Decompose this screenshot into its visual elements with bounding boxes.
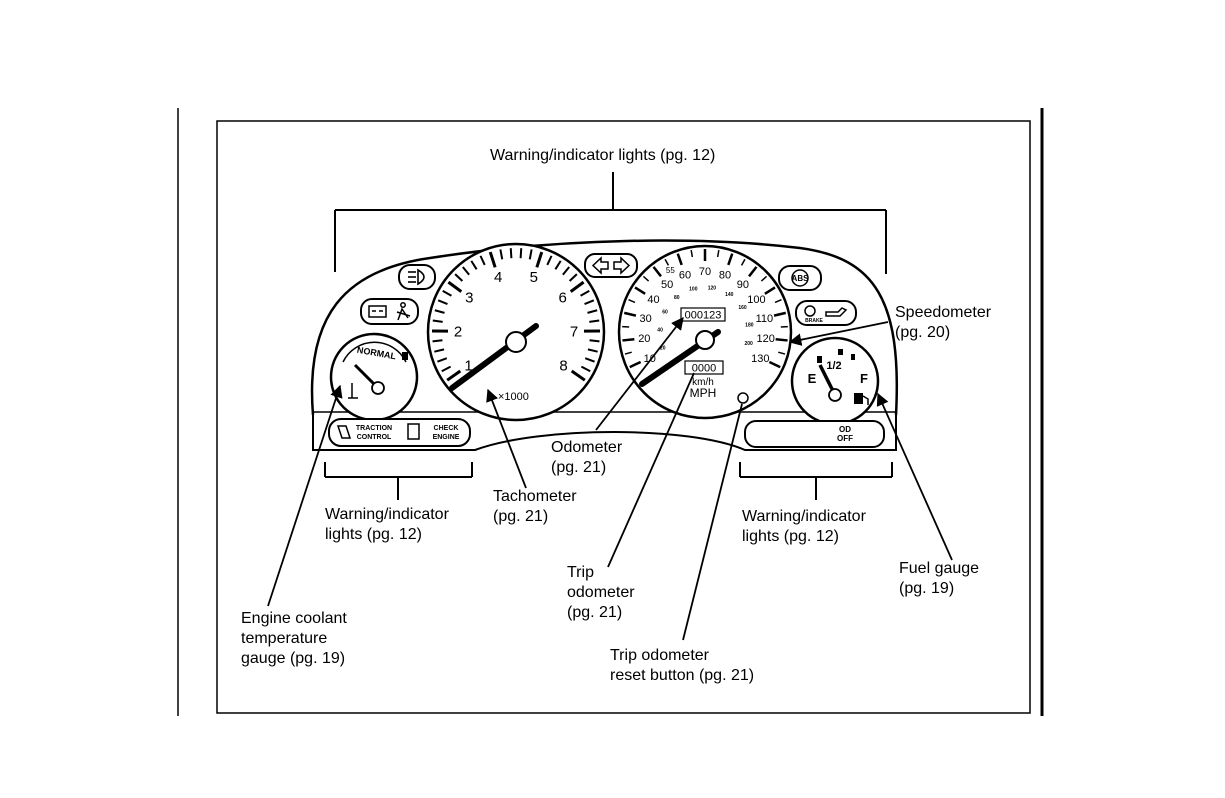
callout-fuel-gauge: Fuel gauge (pg. 19) (899, 559, 979, 599)
speedometer-mph-number: 30 (640, 313, 652, 325)
speedometer-kmh-number: 80 (674, 295, 680, 301)
callout-warning-left: Warning/indicator lights (pg. 12) (325, 505, 449, 545)
speedometer-tick (622, 339, 634, 340)
speedometer-mph-number: 80 (719, 269, 731, 281)
trip-reset-button[interactable] (738, 393, 748, 403)
callout-speedometer: Speedometer (pg. 20) (895, 303, 991, 343)
speedometer-mph-number: 50 (661, 279, 673, 291)
callout-trip-odometer: Trip odometer (pg. 21) (567, 563, 635, 623)
fuel-half-label: 1/2 (826, 360, 841, 372)
tachometer-number: 3 (465, 290, 473, 307)
fuel-empty-label: E (808, 371, 817, 386)
left-bracket (325, 462, 472, 500)
fuel-full-label: F (860, 371, 868, 386)
abs-label: ABS (792, 274, 810, 283)
check-engine-line1: CHECK (434, 425, 459, 432)
fuel-hub (829, 389, 841, 401)
leader-coolant (268, 386, 340, 606)
coolant-hub (372, 382, 384, 394)
speedometer-kmh-number: 60 (662, 309, 668, 315)
speedometer-kmh-number: 180 (745, 322, 754, 328)
trip-odometer-digits: 0000 (692, 363, 716, 375)
speedometer-kmh-number: 200 (744, 341, 753, 347)
tachometer-number: 5 (530, 269, 538, 286)
right-bracket (740, 462, 892, 500)
lower-right-indicator-strip: OD OFF (745, 421, 884, 447)
coolant-gauge: NORMAL (331, 334, 417, 420)
tachometer-tick (433, 340, 443, 341)
coolant-hot-mark (402, 352, 408, 360)
speedometer-hub (696, 331, 714, 349)
fuel-gauge: E 1/2 F (792, 338, 878, 424)
tachometer-tick (521, 248, 522, 258)
speedometer-mph-number: 70 (699, 266, 711, 278)
check-engine-line2: ENGINE (433, 434, 460, 441)
turn-signal-indicator (585, 254, 637, 277)
speedometer-mph-number: 90 (737, 279, 749, 291)
odometer-digits: 000123 (685, 310, 722, 322)
callout-warning-top: Warning/indicator lights (pg. 12) (490, 146, 715, 166)
callout-engine-coolant: Engine coolant temperature gauge (pg. 19… (241, 609, 347, 669)
callout-odometer: Odometer (pg. 21) (551, 438, 622, 478)
callout-warning-right: Warning/indicator lights (pg. 12) (742, 507, 866, 547)
callout-trip-reset: Trip odometer reset button (pg. 21) (610, 646, 754, 686)
brake-label: BRAKE (805, 318, 823, 324)
traction-control-line1: TRACTION (356, 425, 392, 432)
headlamp-indicator (399, 265, 435, 289)
traction-control-line2: CONTROL (357, 434, 392, 441)
speedometer-kmh-number: 140 (725, 292, 734, 298)
lower-left-indicator-strip: TRACTION CONTROL CHECK ENGINE (329, 419, 470, 446)
tachometer-number: 2 (454, 323, 462, 340)
speedometer-kmh-number: 100 (689, 287, 698, 293)
battery-seatbelt-indicator (361, 299, 418, 324)
speedometer-kmh-number: 160 (738, 305, 747, 311)
tachometer-unit: ×1000 (498, 391, 529, 403)
tachometer-number: 6 (558, 290, 566, 307)
tachometer-tick (590, 340, 600, 341)
speedometer-tick (776, 339, 788, 340)
speedometer-kmh-number: 40 (657, 327, 663, 333)
speedometer-mph-number: 100 (747, 294, 765, 306)
brake-oil-indicator: BRAKE (796, 301, 856, 325)
tachometer-number: 4 (494, 269, 502, 286)
od-off-line1: OD (839, 425, 851, 434)
od-off-line2: OFF (837, 434, 853, 443)
speedometer-kmh-number: 120 (708, 286, 717, 292)
speedometer-mph-number: 130 (751, 353, 769, 365)
speedometer-mph-number: 110 (756, 313, 774, 325)
tachometer-number: 8 (559, 357, 567, 374)
tachometer-tick (589, 321, 599, 322)
speedometer-mph-number: 20 (638, 333, 650, 345)
speedometer-mph-number: 120 (757, 333, 775, 345)
tachometer-hub (506, 332, 526, 352)
tachometer-tick (511, 248, 512, 258)
speedometer-mph-number: 60 (679, 269, 691, 281)
speedometer-mph-number: 40 (647, 294, 659, 306)
callout-tachometer: Tachometer (pg. 21) (493, 487, 577, 527)
abs-indicator: ABS (779, 266, 821, 290)
tachometer-number: 7 (570, 323, 578, 340)
speedometer-unit-mph: MPH (690, 386, 717, 400)
tachometer-tick (433, 321, 443, 322)
speedometer-mph-number: 55 (666, 266, 675, 275)
